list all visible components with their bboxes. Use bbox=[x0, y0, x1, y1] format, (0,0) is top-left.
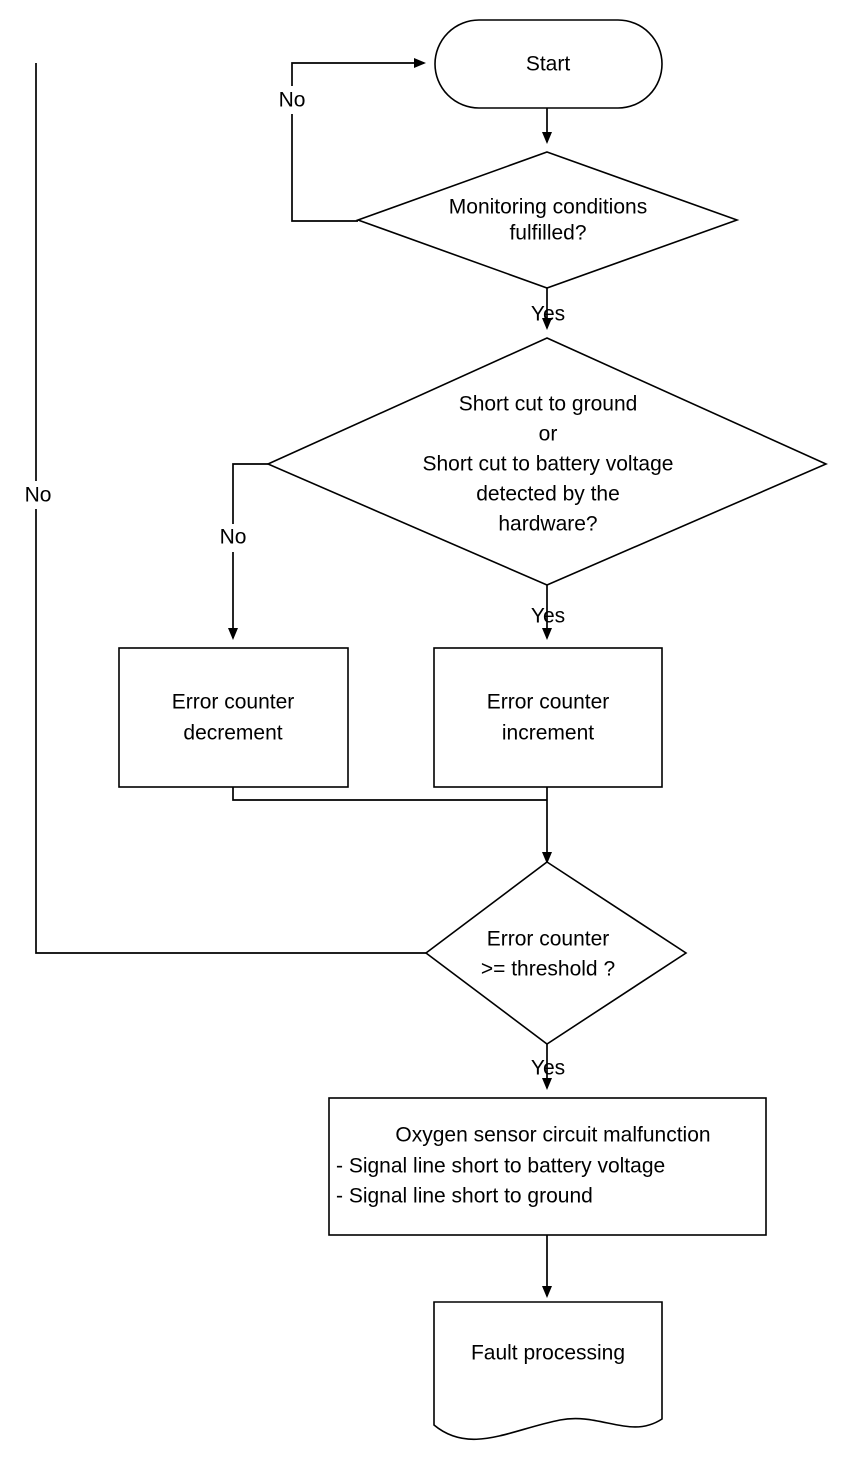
edge-label-threshold-yes-text: Yes bbox=[531, 1057, 565, 1080]
node-counter-increment-line1: Error counter bbox=[487, 691, 610, 714]
node-monitoring-conditions-line1: Monitoring conditions bbox=[449, 196, 647, 219]
node-malfunction-result-line1: Oxygen sensor circuit malfunction bbox=[395, 1124, 710, 1147]
node-fault-processing[interactable]: Fault processing bbox=[433, 1301, 663, 1440]
edge-label-monitoring-no: No bbox=[268, 86, 316, 114]
node-short-cut-detect-line2: or bbox=[539, 423, 558, 446]
node-counter-decrement[interactable]: Error counter decrement bbox=[118, 647, 349, 788]
edge-monitoring-no bbox=[291, 58, 426, 222]
node-short-cut-detect-line1: Short cut to ground bbox=[459, 393, 638, 416]
node-malfunction-result-line3: - Signal line short to ground bbox=[336, 1185, 593, 1208]
node-monitoring-conditions[interactable]: Monitoring conditions fulfilled? bbox=[355, 151, 740, 289]
edge-label-monitoring-yes-text: Yes bbox=[531, 303, 565, 326]
node-counter-decrement-line1: Error counter bbox=[172, 691, 295, 714]
edge-label-monitoring-yes: Yes bbox=[531, 303, 565, 326]
node-monitoring-conditions-line2: fulfilled? bbox=[509, 222, 586, 245]
node-threshold-check-line2: >= threshold ? bbox=[481, 958, 615, 981]
node-short-cut-detect[interactable]: Short cut to ground or Short cut to batt… bbox=[266, 337, 828, 586]
edge-shortcut-no bbox=[228, 463, 268, 640]
node-malfunction-result-line2: - Signal line short to battery voltage bbox=[336, 1155, 665, 1178]
edge-label-monitoring-no-text: No bbox=[279, 89, 306, 112]
edge-label-shortcut-yes-text: Yes bbox=[531, 605, 565, 628]
edge-decrement-merge bbox=[232, 787, 547, 801]
node-start[interactable]: Start bbox=[434, 19, 663, 109]
node-threshold-check[interactable]: Error counter >= threshold ? bbox=[424, 861, 688, 1045]
node-counter-increment-line2: increment bbox=[502, 722, 594, 745]
node-malfunction-result[interactable]: Oxygen sensor circuit malfunction - Sign… bbox=[328, 1097, 767, 1236]
node-counter-decrement-line2: decrement bbox=[183, 722, 282, 745]
edge-threshold-no bbox=[35, 63, 426, 954]
node-short-cut-detect-line3: Short cut to battery voltage bbox=[423, 453, 674, 476]
edge-label-threshold-no: No bbox=[12, 481, 60, 509]
node-short-cut-detect-line4: detected by the bbox=[476, 483, 620, 506]
edge-label-threshold-yes: Yes bbox=[531, 1057, 565, 1080]
edge-label-shortcut-no-text: No bbox=[220, 526, 247, 549]
node-fault-processing-label: Fault processing bbox=[471, 1342, 625, 1365]
node-threshold-check-line1: Error counter bbox=[487, 928, 610, 951]
node-counter-increment[interactable]: Error counter increment bbox=[433, 647, 663, 788]
node-short-cut-detect-line5: hardware? bbox=[498, 513, 597, 536]
edge-label-shortcut-yes: Yes bbox=[531, 605, 565, 628]
edge-label-shortcut-no: No bbox=[209, 524, 257, 552]
edge-label-threshold-no-text: No bbox=[25, 484, 52, 507]
node-start-label: Start bbox=[526, 53, 571, 76]
